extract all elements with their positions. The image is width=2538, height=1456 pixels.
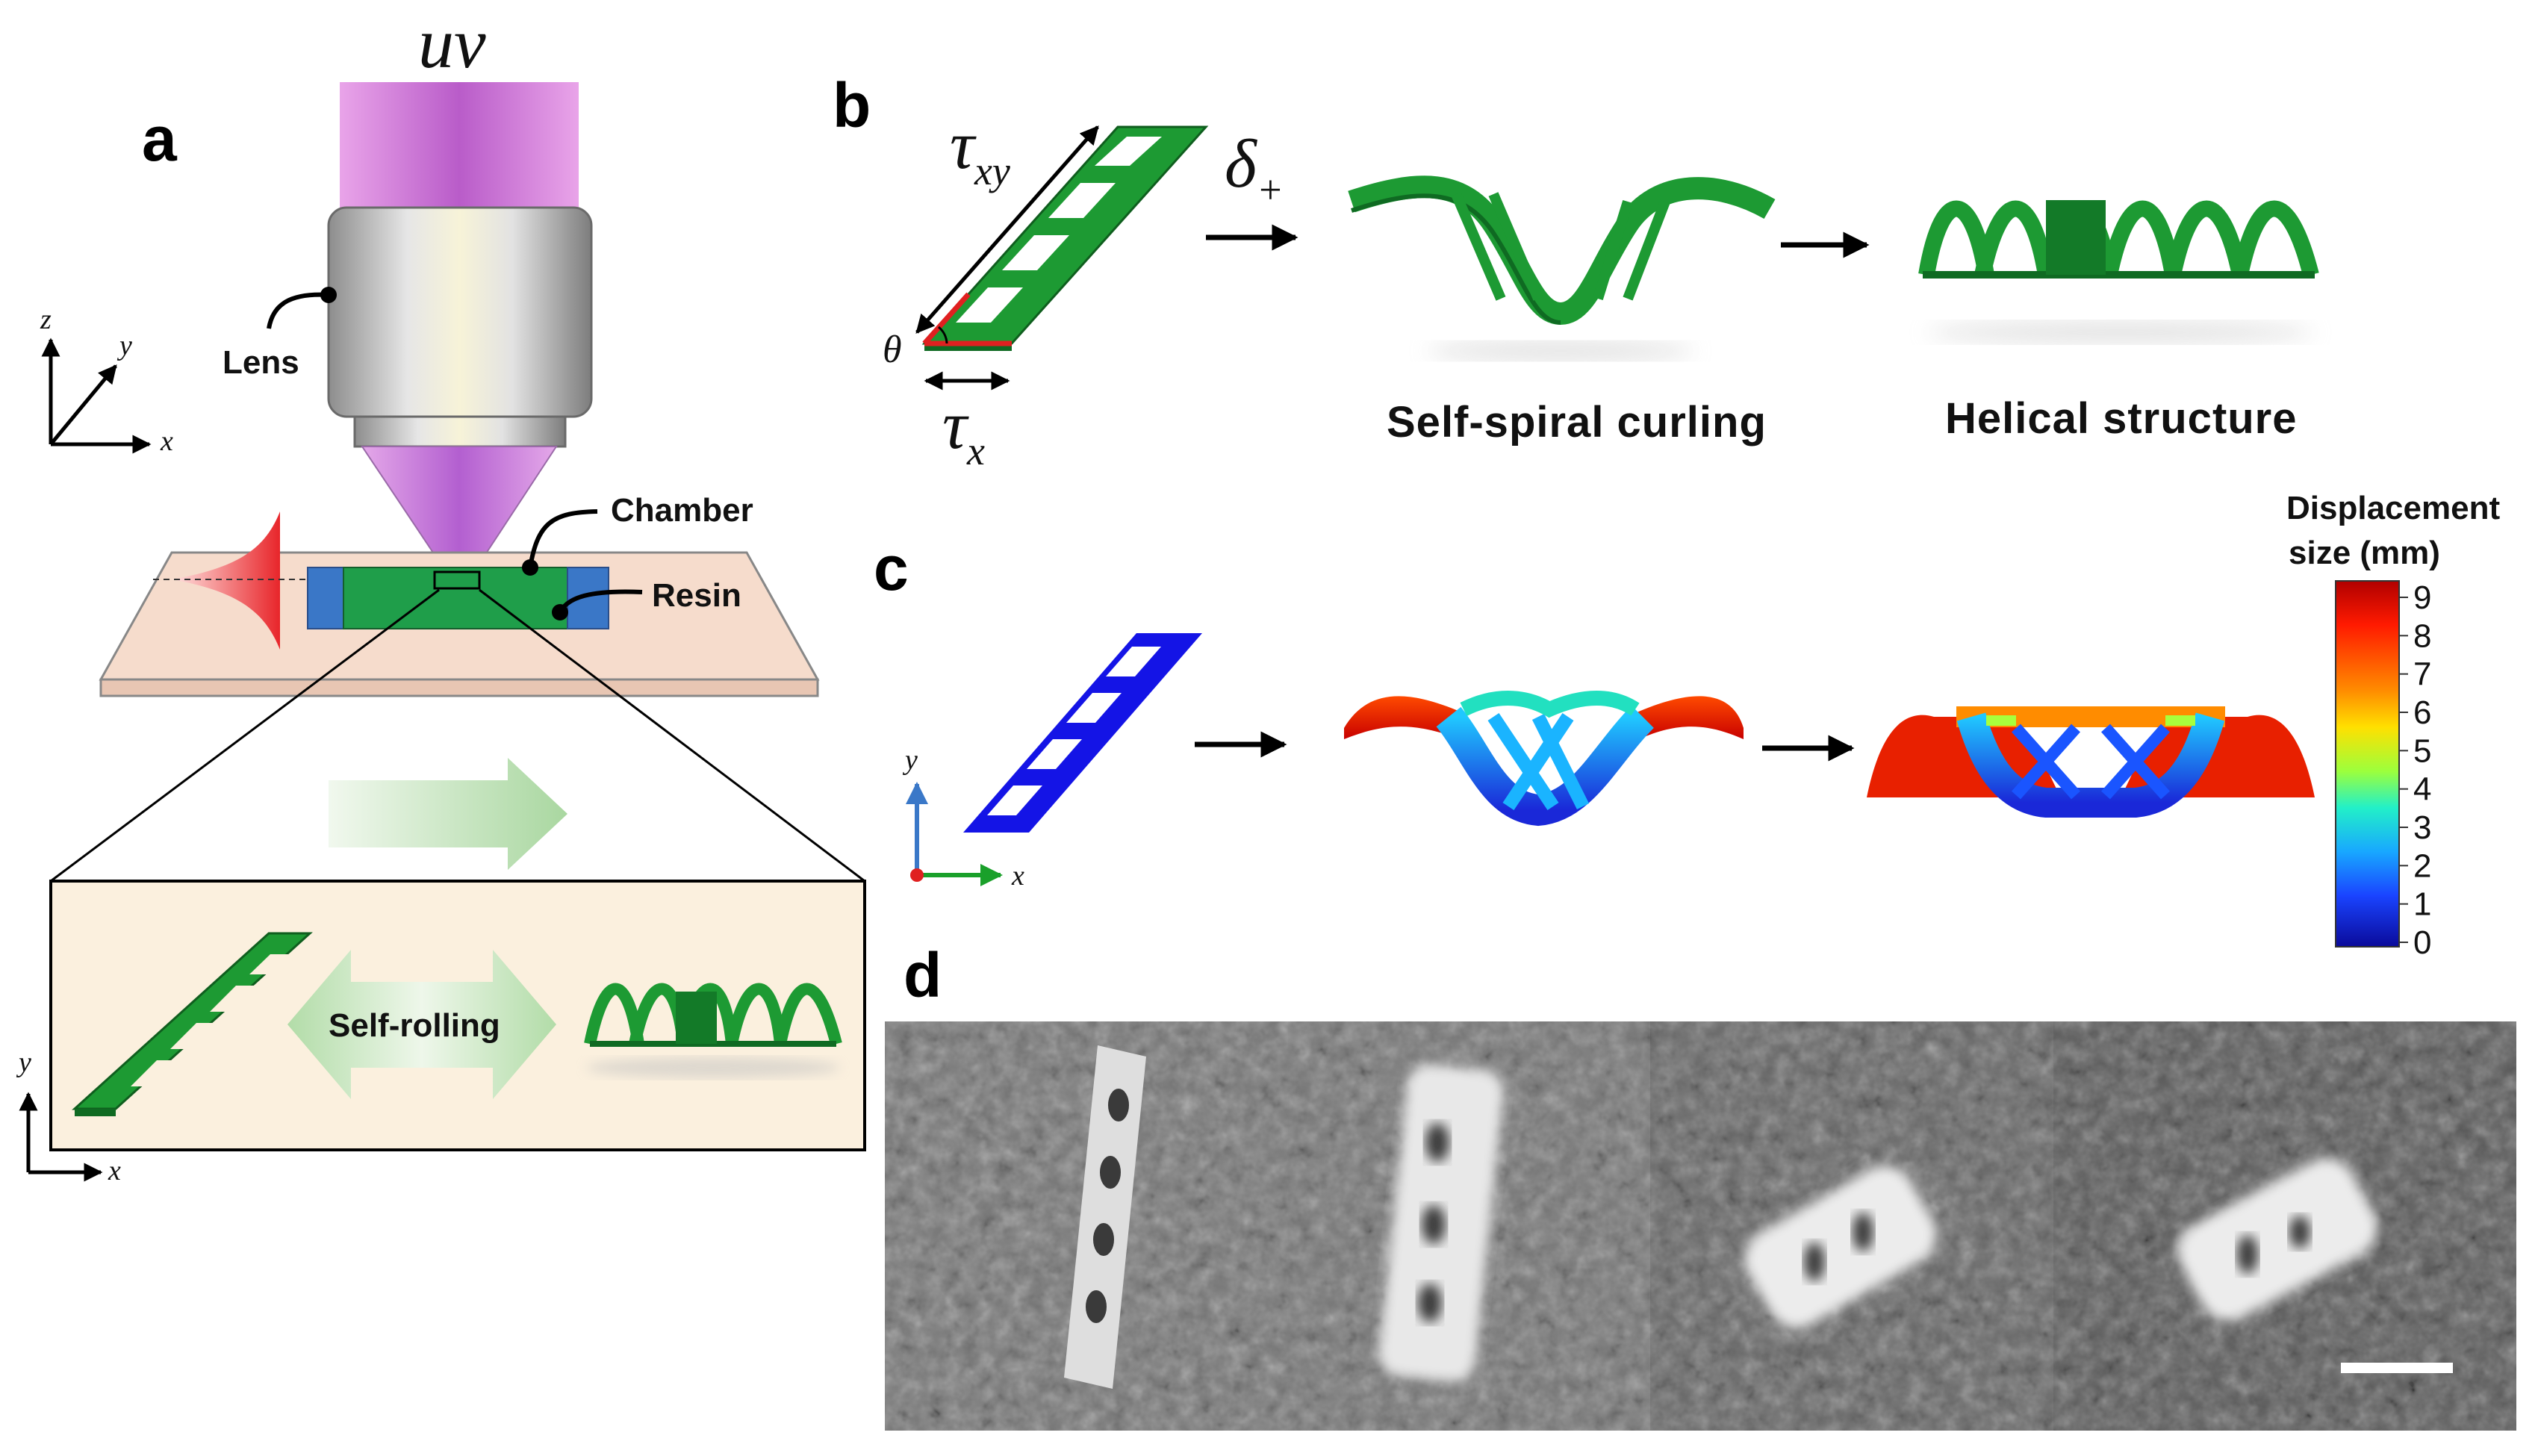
- tau-xy-label: τxy: [950, 107, 1010, 193]
- panel-d: d: [885, 940, 2516, 1431]
- c-axis-y-label: y: [902, 744, 918, 776]
- theta-label: θ: [883, 329, 902, 371]
- self-rolling-arrow: [287, 950, 556, 1099]
- sim-flat-ribbon: [963, 633, 1202, 833]
- panel-a: a uv Lens z y x: [16, 3, 866, 1186]
- colorbar-tick-label: 8: [2413, 617, 2431, 654]
- tau-x-label: τx: [942, 387, 985, 473]
- scale-bar: [2341, 1363, 2453, 1373]
- panel-letter-d: d: [903, 940, 942, 1010]
- self-spiral-shape: [1348, 175, 1776, 360]
- colorbar-tick-label: 6: [2413, 694, 2431, 731]
- lens-body: [327, 206, 593, 418]
- sim-intermediate: [1344, 691, 1744, 827]
- axes-c: y x: [902, 744, 1024, 892]
- colorbar-tick-label: 7: [2413, 656, 2431, 693]
- resin-leader-dot: [552, 604, 568, 620]
- axes-inset: y x: [16, 1047, 121, 1186]
- helical-label: Helical structure: [1945, 394, 2298, 443]
- chamber-right: [567, 567, 609, 629]
- chamber-leader-dot: [522, 559, 538, 576]
- colorbar-tick-label: 3: [2413, 809, 2431, 846]
- tau-xy-subscript: xy: [974, 149, 1010, 193]
- lens-leader: [267, 292, 329, 329]
- micrograph-2: [1288, 1021, 1650, 1431]
- delta-symbol: δ: [1225, 125, 1257, 202]
- micrograph-1: [885, 1021, 1288, 1431]
- panel-c: c y x: [874, 490, 2500, 961]
- sim-helix: [1867, 706, 2315, 818]
- micrograph-4: [2053, 1021, 2516, 1431]
- chamber-left: [307, 567, 344, 629]
- light-profile: [172, 511, 280, 650]
- resin-label: Resin: [652, 577, 741, 614]
- uv-beam: [340, 82, 579, 224]
- tau-x-symbol: τ: [942, 387, 969, 463]
- glass-slide-edge: [99, 678, 819, 697]
- panel-letter-c: c: [874, 533, 909, 603]
- inset-flat-ribbon: [72, 932, 313, 1116]
- helical-shape: [1918, 200, 2319, 343]
- tau-xy-symbol: τ: [950, 107, 977, 183]
- colorbar-tick-label: 2: [2413, 847, 2431, 884]
- colorbar-tick-label: 4: [2413, 771, 2431, 808]
- chamber-label: Chamber: [611, 492, 753, 529]
- lens-leader-dot: [320, 287, 337, 303]
- tau-xy-arrow: [915, 125, 1099, 334]
- delta-label: δ+: [1225, 125, 1284, 212]
- panel-letter-b: b: [833, 70, 871, 140]
- direction-arrow: [329, 758, 567, 870]
- resin-block: [343, 567, 568, 629]
- colorbar-tick-label: 5: [2413, 732, 2431, 769]
- panel-b: b τxy θ τx δ+ Self-spiral curling: [833, 70, 2319, 473]
- inset-axis-x-label: x: [108, 1155, 121, 1186]
- colorbar-tick-label: 0: [2413, 924, 2431, 961]
- zoom-line-left: [50, 588, 440, 883]
- axis-y-label: y: [116, 330, 132, 361]
- colorbar-title-line1: Displacement: [2286, 490, 2500, 526]
- colorbar-tick-label: 1: [2413, 886, 2431, 923]
- colorbar-title-line2: size (mm): [2289, 535, 2440, 571]
- inset-helix: [584, 983, 842, 1078]
- inset-axis-y-label: y: [16, 1047, 31, 1078]
- delta-subscript: +: [1257, 167, 1284, 212]
- lens-label: Lens: [223, 344, 299, 381]
- axis-z-label: z: [40, 304, 52, 335]
- colorbar-tick-label: 9: [2413, 579, 2431, 616]
- zoom-line-right: [479, 588, 865, 883]
- colorbar: [2335, 580, 2400, 948]
- self-rolling-label: Self-rolling: [329, 1007, 500, 1044]
- panel-letter-a: a: [142, 104, 178, 174]
- micrograph-3: [1650, 1021, 2053, 1431]
- lens-collar: [353, 415, 567, 448]
- focus-region: [433, 570, 481, 590]
- self-spiral-label: Self-spiral curling: [1387, 398, 1767, 447]
- c-axis-x-label: x: [1011, 860, 1024, 892]
- chamber-leader: [528, 509, 598, 568]
- axes-top: z y x: [40, 304, 173, 457]
- axis-x-label: x: [160, 426, 173, 457]
- uv-label: uv: [418, 3, 486, 83]
- tau-x-subscript: x: [966, 429, 985, 473]
